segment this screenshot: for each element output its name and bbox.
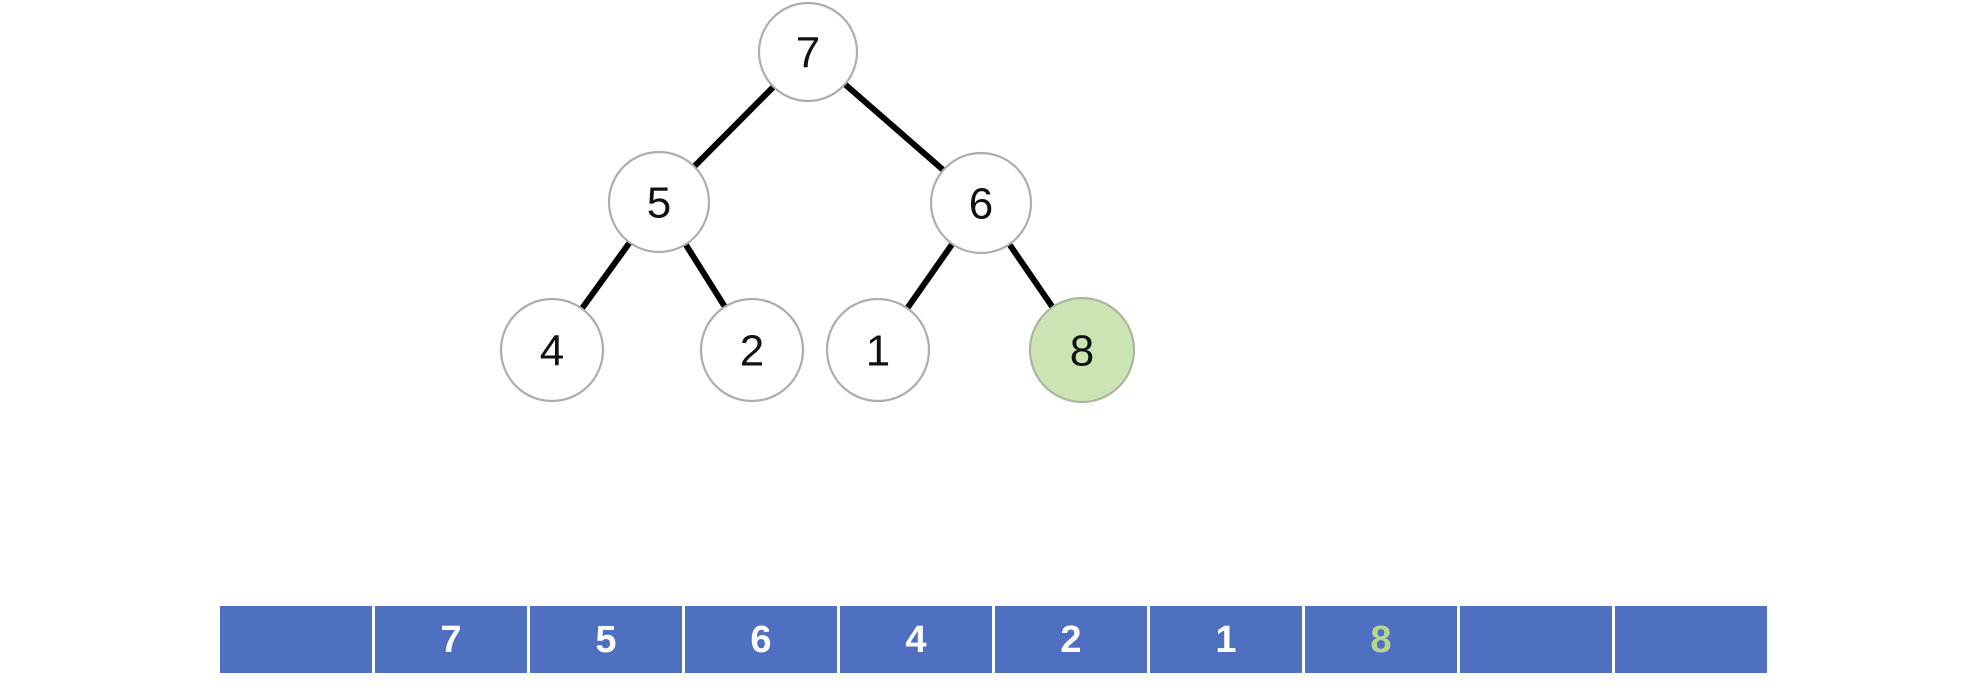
tree-node-circle: [499, 297, 605, 403]
tree-node-circle: [929, 151, 1033, 255]
array-cell-7[interactable]: 8: [1305, 606, 1457, 673]
tree-node-label: 8: [1070, 327, 1094, 376]
tree-node-circle: [699, 297, 805, 403]
tree-node-6[interactable]: 6: [929, 151, 1033, 255]
array-cell-3[interactable]: 6: [685, 606, 837, 673]
tree-node-label: 2: [740, 327, 764, 376]
array-cell-6[interactable]: 1: [1150, 606, 1302, 673]
tree-node-circle: [757, 1, 859, 103]
tree-edge-n2-n6: [1006, 242, 1056, 309]
tree-node-label: 6: [969, 180, 993, 229]
array-cell-8[interactable]: [1460, 606, 1612, 673]
tree-node-1[interactable]: 1: [825, 297, 931, 403]
array-cell-1[interactable]: 7: [375, 606, 527, 673]
tree-node-2[interactable]: 2: [699, 297, 805, 403]
array-cell-9[interactable]: [1615, 606, 1767, 673]
array-cell-0[interactable]: [220, 606, 372, 673]
tree-node-label: 4: [540, 327, 564, 376]
tree-node-circle: [825, 297, 931, 403]
tree-edge-n0-n1: [692, 84, 776, 169]
array-cell-4[interactable]: 4: [840, 606, 992, 673]
tree-edge-layer: [579, 81, 1056, 311]
tree-node-circle: [1028, 296, 1136, 404]
tree-edge-n2-n5: [904, 242, 955, 310]
array-cell-5[interactable]: 2: [995, 606, 1147, 673]
tree-node-label: 1: [866, 327, 890, 376]
tree-node-label: 7: [796, 29, 820, 78]
binary-tree-diagram: 7 5 6 4 2 1 8: [499, 1, 1136, 404]
tree-node-label: 5: [647, 179, 671, 228]
tree-edge-n1-n3: [579, 240, 633, 311]
tree-node-circle: [607, 150, 711, 254]
tree-node-8[interactable]: 8: [1028, 296, 1136, 404]
tree-edge-n0-n2: [842, 81, 946, 173]
tree-node-7[interactable]: 7: [757, 1, 859, 103]
tree-node-5[interactable]: 5: [607, 150, 711, 254]
array-cell-2[interactable]: 5: [530, 606, 682, 673]
tree-node-layer: 7 5 6 4 2 1 8: [499, 1, 1136, 404]
tree-node-4[interactable]: 4: [499, 297, 605, 403]
tree-edge-n1-n4: [683, 242, 728, 309]
